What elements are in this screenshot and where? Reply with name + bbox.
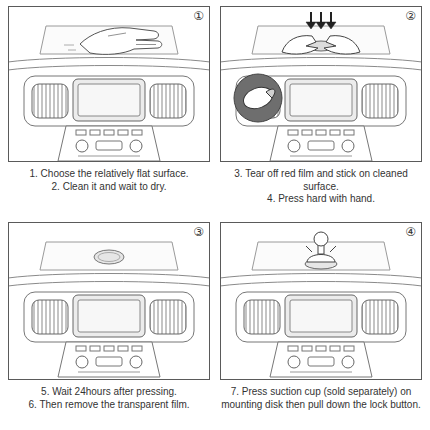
dashboard (220, 58, 422, 162)
step-panel: 5. Wait 24hours after pressing.6. Then r… (8, 222, 210, 380)
instruction-text: 4. Press hard with hand. (216, 193, 426, 206)
clean-surface (252, 26, 390, 54)
suction-cup (307, 255, 335, 263)
press-arrows (306, 12, 336, 29)
left-hand (282, 36, 318, 54)
instruction-text: 1. Choose the relatively flat surface. (4, 168, 214, 181)
illustration-part (316, 22, 326, 29)
right-hand (324, 36, 360, 54)
illustration-part (320, 12, 322, 23)
step-caption: 7. Press suction cup (sold separately) o… (216, 386, 426, 411)
instruction-text: 6. Then remove the transparent film. (4, 399, 214, 412)
step-number: ④ (405, 226, 416, 238)
mounting-disk (94, 250, 124, 264)
illustration-part (310, 12, 312, 23)
instruction-text: 3. Tear off red film and stick on cleane… (216, 168, 426, 193)
clean-surface (40, 26, 178, 54)
panel-art (8, 242, 210, 377)
panel-art (220, 232, 422, 377)
instruction-text: 5. Wait 24hours after pressing. (4, 386, 214, 399)
instruction-text: 7. Press suction cup (sold separately) o… (216, 386, 426, 411)
step-number: ③ (193, 226, 204, 238)
lock-knob (314, 232, 328, 246)
step-caption: 1. Choose the relatively flat surface.2.… (4, 168, 214, 193)
hand-lines (108, 33, 156, 45)
disk-rim (98, 253, 120, 262)
clean-surface (40, 242, 178, 270)
lock-lever (306, 246, 336, 252)
panel-art (220, 12, 422, 161)
dashboard (8, 58, 210, 162)
peeled-disk (240, 83, 275, 112)
step-panel: 1. Choose the relatively flat surface.2.… (8, 6, 210, 162)
wiping-hand (80, 28, 162, 55)
step-caption: 3. Tear off red film and stick on cleane… (216, 168, 426, 206)
dashboard (8, 274, 210, 378)
red-film-corner (266, 89, 275, 98)
instruction-text: 2. Clean it and wait to dry. (4, 181, 214, 194)
illustration-part (326, 22, 336, 29)
dashboard (220, 274, 422, 378)
motion-lines (64, 45, 76, 50)
step-number: ① (193, 10, 204, 22)
step-panel: 7. Press suction cup (sold separately) o… (220, 222, 422, 380)
illustration-part (306, 22, 316, 29)
illustration-part (330, 12, 332, 23)
magnifier (234, 74, 282, 122)
panel-art (8, 26, 210, 161)
step-caption: 5. Wait 24hours after pressing.6. Then r… (4, 386, 214, 411)
step-panel: 3. Tear off red film and stick on cleane… (220, 6, 422, 162)
step-number: ② (405, 10, 416, 22)
